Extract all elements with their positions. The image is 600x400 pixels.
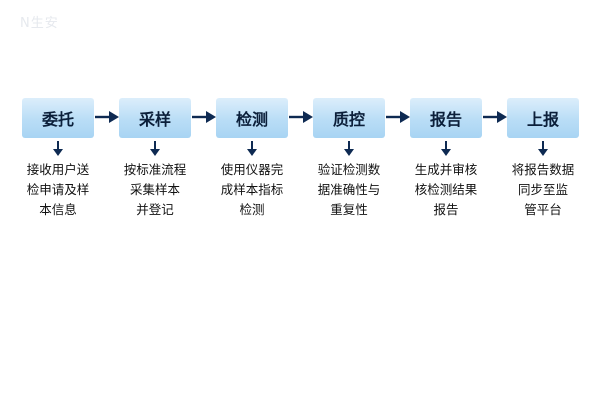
right-arrow-icon [289, 111, 313, 123]
desc-line: 报告 [433, 202, 459, 217]
step-box: 采样 [119, 98, 191, 138]
down-arrow-icon [53, 141, 63, 156]
desc-line: 使用仪器完 [220, 162, 284, 177]
desc-line: 并登记 [136, 202, 174, 217]
right-arrow-icon [386, 111, 410, 123]
step-box: 报告 [410, 98, 482, 138]
desc-line: 验证检测数 [317, 162, 381, 177]
desc-line: 检测 [239, 202, 265, 217]
desc-line: 生成并审核 [414, 162, 478, 177]
down-arrow-icon [150, 141, 160, 156]
step-description: 使用仪器完 成样本指标 检测 [202, 160, 302, 220]
step-box: 上报 [507, 98, 579, 138]
down-arrow-icon [344, 141, 354, 156]
step-description: 接收用户送 检申请及样 本信息 [8, 160, 108, 220]
step-sampling: 采样 按标准流程 采集样本 并登记 [119, 98, 191, 217]
step-report: 报告 生成并审核 核检测结果 报告 [410, 98, 482, 217]
step-submit: 上报 将报告数据 同步至监 管平台 [507, 98, 579, 217]
desc-line: 成样本指标 [220, 182, 284, 197]
desc-line: 接收用户送 [26, 162, 90, 177]
step-description: 按标准流程 采集样本 并登记 [105, 160, 205, 220]
step-box: 委托 [22, 98, 94, 138]
watermark-logo: N生安 [20, 16, 59, 31]
desc-line: 按标准流程 [123, 162, 187, 177]
desc-line: 管平台 [524, 202, 562, 217]
step-description: 将报告数据 同步至监 管平台 [493, 160, 593, 220]
desc-line: 检申请及样 [26, 182, 90, 197]
down-arrow-icon [247, 141, 257, 156]
desc-line: 采集样本 [129, 182, 180, 197]
step-description: 生成并审核 核检测结果 报告 [396, 160, 496, 220]
down-arrow-icon [538, 141, 548, 156]
down-arrow-icon [441, 141, 451, 156]
right-arrow-icon [192, 111, 216, 123]
step-testing: 检测 使用仪器完 成样本指标 检测 [216, 98, 288, 217]
desc-line: 据准确性与 [317, 182, 381, 197]
right-arrow-icon [95, 111, 119, 123]
step-box: 质控 [313, 98, 385, 138]
step-quality-control: 质控 验证检测数 据准确性与 重复性 [313, 98, 385, 217]
right-arrow-icon [483, 111, 507, 123]
desc-line: 将报告数据 [511, 162, 575, 177]
desc-line: 同步至监 [517, 182, 568, 197]
desc-line: 本信息 [39, 202, 77, 217]
step-box: 检测 [216, 98, 288, 138]
desc-line: 核检测结果 [414, 182, 478, 197]
step-commission: 委托 接收用户送 检申请及样 本信息 [22, 98, 94, 217]
step-description: 验证检测数 据准确性与 重复性 [299, 160, 399, 220]
desc-line: 重复性 [330, 202, 368, 217]
